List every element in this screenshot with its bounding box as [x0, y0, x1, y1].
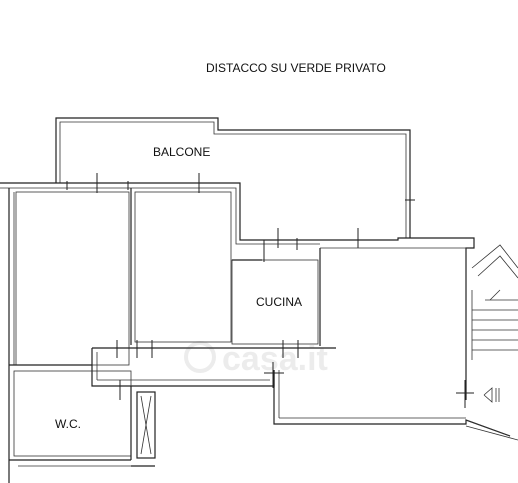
kitchen-walls [231, 228, 319, 345]
label-balcony: BALCONE [153, 145, 210, 159]
corridor-walls [91, 340, 336, 400]
living-room-walls [273, 228, 518, 441]
label-kitchen: CUCINA [256, 295, 302, 309]
balcony-outline [55, 117, 415, 238]
watermark-logo: casa.it [184, 340, 328, 378]
watermark-text: casa.it [222, 340, 328, 378]
bedrooms-walls [0, 173, 320, 483]
label-garden: DISTACCO SU VERDE PRIVATO [206, 61, 386, 75]
wc-walls [9, 364, 156, 467]
staircase [471, 244, 518, 403]
label-wc: W.C. [55, 417, 81, 431]
